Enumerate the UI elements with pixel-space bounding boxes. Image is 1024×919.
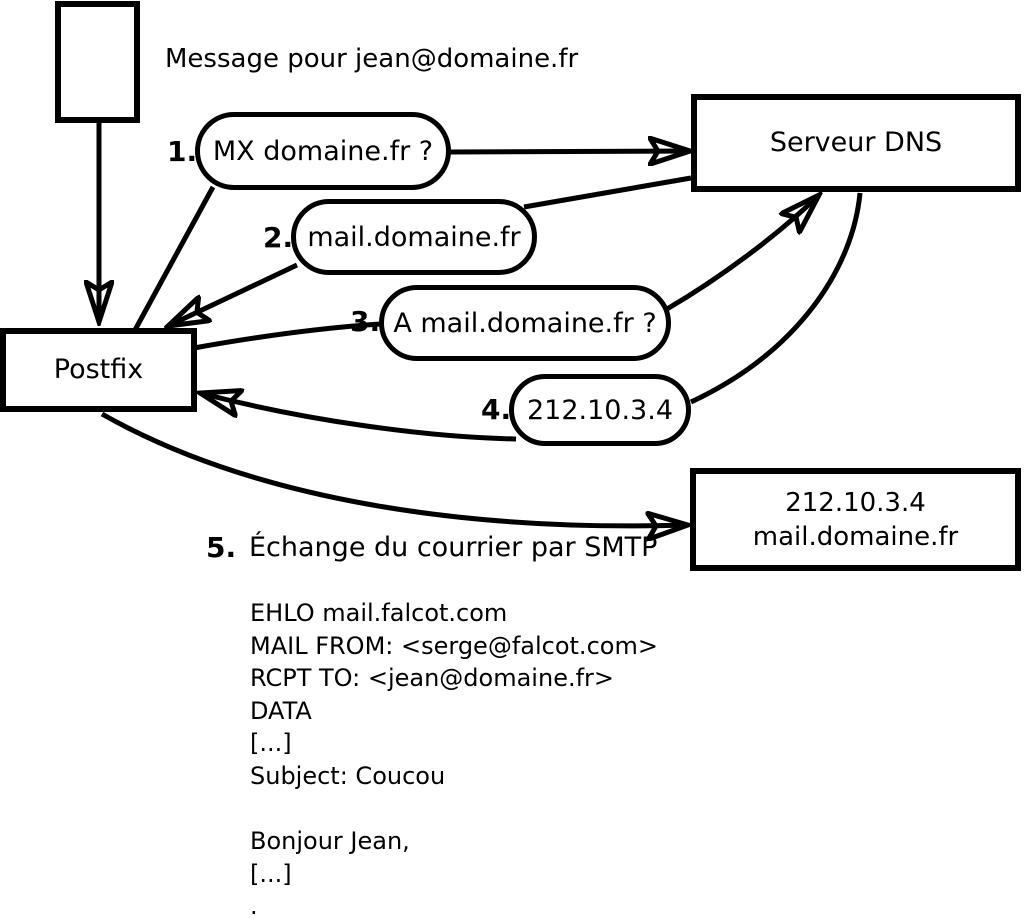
bubble-mx-query: MX domaine.fr ? xyxy=(195,112,451,190)
bubble-a-query: A mail.domaine.fr ? xyxy=(379,285,671,361)
arrow-bubble4-to-postfix xyxy=(200,393,517,442)
step-1-number: 1. xyxy=(167,135,198,168)
arrow-postfix-to-mailserver xyxy=(100,411,688,526)
postfix-label: Postfix xyxy=(53,354,144,386)
mail-server-ip: 212.10.3.4 xyxy=(785,487,926,518)
message-title: Message pour jean@domaine.fr xyxy=(165,44,579,74)
step-5-number: 5. xyxy=(206,531,237,564)
line-postfix-to-bubble1 xyxy=(132,185,216,332)
bubble-mx-query-label: MX domaine.fr ? xyxy=(212,135,434,167)
smtp-line: . xyxy=(250,892,258,919)
smtp-line: [...] xyxy=(250,729,292,758)
dns-server-label: Serveur DNS xyxy=(769,127,943,159)
smtp-line: RCPT TO: <jean@domaine.fr> xyxy=(250,664,615,693)
line-dns-to-bubble4 xyxy=(689,192,863,405)
bubble-mx-reply: mail.domaine.fr xyxy=(291,199,537,275)
postfix-box: Postfix xyxy=(0,328,197,412)
mail-client-box xyxy=(55,1,140,123)
smtp-transcript: EHLO mail.falcot.com MAIL FROM: <serge@f… xyxy=(250,597,658,919)
step-2-number: 2. xyxy=(263,221,294,254)
smtp-line: [...] xyxy=(250,859,292,888)
mail-server-hostname: mail.domaine.fr xyxy=(752,521,959,552)
step-3-number: 3. xyxy=(350,305,381,338)
smtp-line: DATA xyxy=(250,696,312,725)
arrow-bubble3-to-dns xyxy=(665,195,819,312)
line-postfix-to-bubble3 xyxy=(193,321,381,351)
mail-server-box: 212.10.3.4 mail.domaine.fr xyxy=(690,468,1021,571)
smtp-line: EHLO mail.falcot.com xyxy=(250,599,508,627)
step-5-label: Échange du courrier par SMTP xyxy=(249,532,658,563)
bubble-a-reply: 212.10.3.4 xyxy=(509,374,691,446)
arrow-bubble2-to-postfix xyxy=(168,262,299,326)
line-dns-to-bubble2 xyxy=(523,175,692,210)
smtp-line xyxy=(250,793,658,826)
bubble-a-query-label: A mail.domaine.fr ? xyxy=(393,307,657,339)
smtp-line: MAIL FROM: <serge@falcot.com> xyxy=(250,631,658,660)
bubble-a-reply-label: 212.10.3.4 xyxy=(527,394,673,426)
step-4-number: 4. xyxy=(481,393,512,426)
smtp-line: Subject: Coucou xyxy=(250,761,446,790)
dns-server-box: Serveur DNS xyxy=(691,94,1021,192)
smtp-line: Bonjour Jean, xyxy=(250,827,410,856)
bubble-mx-reply-label: mail.domaine.fr xyxy=(307,221,521,253)
arrow-bubble1-to-dns xyxy=(448,151,690,152)
